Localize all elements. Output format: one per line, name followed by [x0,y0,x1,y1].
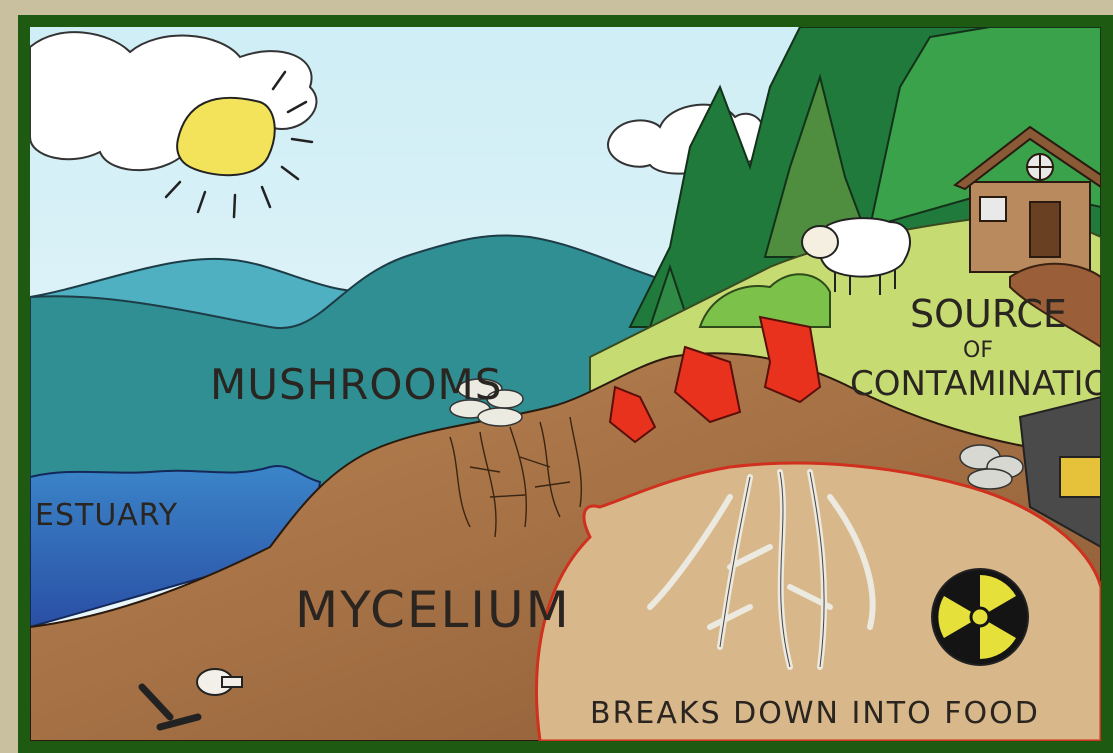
scene: MUSHROOMS ESTUARY MYCELIUM SOURCE OF CON… [30,27,1101,741]
label-source: SOURCE [910,292,1067,336]
label-breaks-down: BREAKS DOWN INTO FOOD [590,696,1040,731]
label-estuary: ESTUARY [35,498,178,533]
radiation-icon [932,569,1028,665]
illustration: MUSHROOMS ESTUARY MYCELIUM SOURCE OF CON… [18,15,1113,753]
label-mushrooms: MUSHROOMS [210,360,502,409]
label-contamination: CONTAMINATION [850,364,1101,404]
label-of: OF [963,338,993,363]
label-mycelium: MYCELIUM [295,581,571,639]
arrow-large [760,317,820,402]
